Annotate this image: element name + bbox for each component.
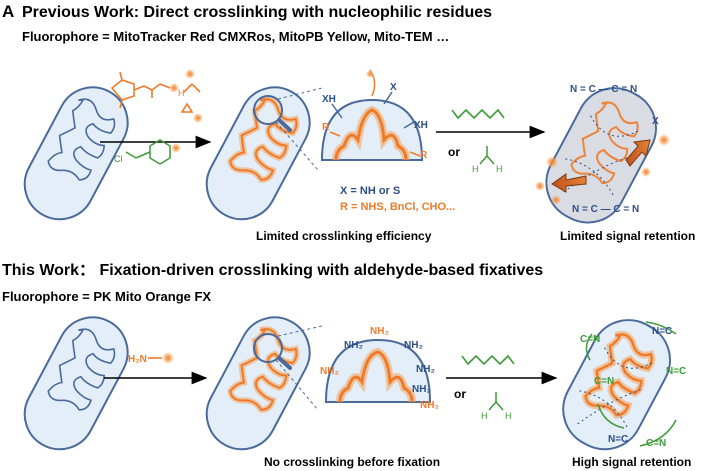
amine-label: NH₂: [344, 340, 363, 351]
nhs-ester-structure: [110, 71, 171, 109]
fluorophore-dot: [171, 143, 181, 153]
leaked-fluorophore: [551, 195, 561, 205]
mitochondrion-plain-a: [23, 86, 129, 221]
reagent-arrow-b1: H₂N: [104, 352, 208, 385]
crosslink-x-a: X: [652, 116, 659, 127]
caption-middle-a: Limited crosslinking efficiency: [256, 229, 432, 243]
mitochondrion-stained-a: [205, 86, 311, 221]
mitochondrion-stained-b: [205, 316, 311, 451]
formaldehyde-h1-b: H: [481, 411, 488, 421]
fixation-arrow-a: or H H: [436, 108, 546, 174]
reagent-or-b: or: [454, 387, 466, 401]
zoom-panel-a: XH X XH R R: [320, 69, 428, 161]
epoxide-structure: [180, 102, 194, 113]
crosslink-label: C=N: [594, 376, 614, 387]
panel-a-heading: Previous Work: Direct crosslinking with …: [22, 4, 492, 21]
crosslink-bonds-b: [585, 321, 677, 447]
amine-label: NH₂: [404, 340, 423, 351]
crosslink-label: N=C: [666, 366, 686, 377]
zoom-label-xh-top: XH: [322, 94, 336, 105]
aldehyde-structure: [183, 83, 201, 93]
amine-reagent: H₂N: [128, 354, 147, 365]
formaldehyde-structure: [479, 146, 495, 165]
panel-label-a: A: [2, 2, 14, 21]
leaked-fluorophore: [658, 134, 670, 146]
legend-r: R = NHS, BnCl, CHO...: [340, 201, 455, 213]
crosslink-label: N=C: [652, 326, 672, 337]
mitochondrion-crosslinked-b: [562, 319, 671, 451]
zoom-label-r-right: R: [420, 150, 428, 161]
crosslink-bottom-a: N = C — C = N: [572, 204, 639, 215]
zoom-label-r-left: R: [322, 122, 330, 133]
panel-a-fluorophore-line: Fluorophore = MitoTracker Red CMXRos, Mi…: [22, 29, 449, 44]
zoom-panel-b: [324, 338, 432, 403]
fluorophore-dot: [162, 352, 174, 364]
formaldehyde-h2-a: H: [496, 164, 503, 174]
legend-x: X = NH or S: [340, 185, 400, 197]
caption-right-b: High signal retention: [572, 455, 691, 469]
fluorophore-dot: [169, 83, 179, 93]
panel-b-fluorophore-line: Fluorophore = PK Mito Orange FX: [2, 289, 211, 304]
reagent-arrow-a1: H Cl: [100, 69, 212, 165]
amine-label: NH₂: [370, 326, 389, 337]
amine-label: NH₂: [320, 366, 339, 377]
formaldehyde-h1-a: H: [472, 164, 479, 174]
leaked-fluorophore: [535, 181, 545, 191]
magnifier-icon: [253, 325, 323, 411]
amine-label: NH₂: [420, 400, 439, 411]
leaked-fluorophore: [641, 167, 651, 177]
leak-arrows: [551, 139, 651, 193]
magnifier-icon: [253, 87, 323, 171]
panel-b: This Work： Fixation-driven crosslinking …: [2, 262, 691, 469]
crosslink-label: C=N: [646, 438, 666, 449]
amine-label: NH₂: [416, 364, 435, 375]
fixation-arrow-b: or H H: [446, 354, 558, 421]
leaked-fluorophore: [546, 156, 558, 168]
reagent-or-a: or: [448, 145, 460, 159]
reactant-cl-label: Cl: [114, 154, 123, 164]
amine-label: NH₂: [412, 384, 431, 395]
formaldehyde-structure: [488, 392, 504, 411]
fluorophore-dot: [185, 69, 195, 79]
panel-b-heading: This Work： Fixation-driven crosslinking …: [2, 262, 543, 279]
benzyl-chloride-structure: [125, 139, 171, 165]
mitochondrion-crosslinked-a: [545, 87, 657, 224]
caption-right-a: Limited signal retention: [560, 229, 695, 243]
caption-middle-b: No crosslinking before fixation: [264, 455, 440, 469]
zoom-label-xh-right: XH: [414, 120, 428, 131]
fluorophore-dot: [193, 113, 203, 123]
mitochondrion-plain-b: [23, 316, 129, 451]
crosslink-label: C=N: [580, 334, 600, 345]
formaldehyde-h2-b: H: [505, 411, 512, 421]
crosslink-top-a: N = C — C = N: [570, 84, 637, 95]
panel-a: A Previous Work: Direct crosslinking wit…: [2, 2, 695, 243]
zoom-label-x-top: X: [390, 82, 397, 93]
crosslink-label: N=C: [608, 434, 628, 445]
reactant-h-label: H: [178, 88, 185, 98]
